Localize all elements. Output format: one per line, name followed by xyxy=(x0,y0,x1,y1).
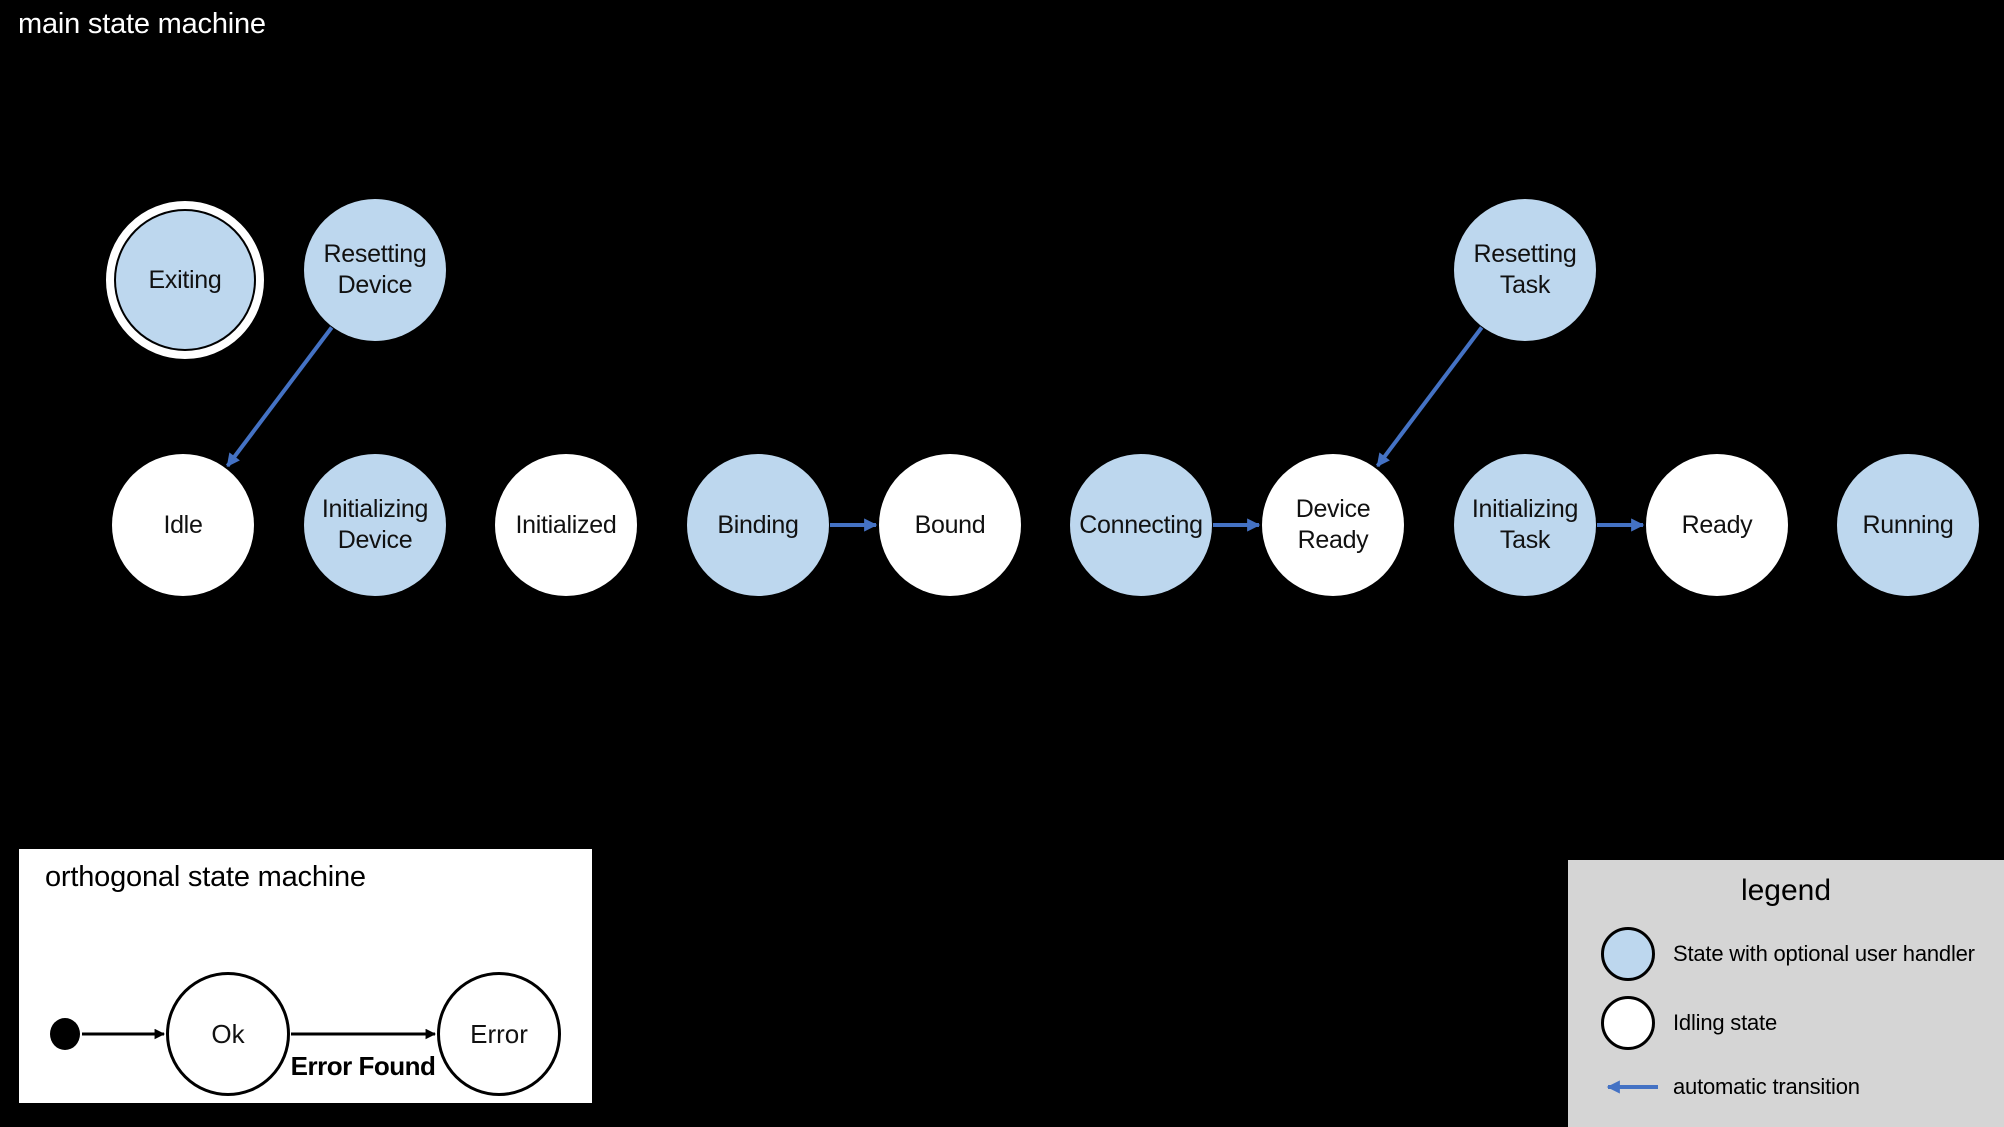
legend-panel: legend State with optional user handler … xyxy=(1568,860,2004,1127)
state-label: Ok xyxy=(211,1018,245,1049)
transition-label: Error Found xyxy=(290,1051,436,1081)
legend-item-label: State with optional user handler xyxy=(1673,941,1975,966)
legend-item-idling-state: Idling state xyxy=(1601,996,1777,1050)
legend-item-automatic-transition: automatic transition xyxy=(1596,1074,1860,1100)
state-label: Connecting xyxy=(1079,510,1203,539)
state-label: Idle xyxy=(163,510,203,539)
state-label: Error xyxy=(470,1018,528,1049)
legend-title: legend xyxy=(1740,874,1832,907)
state-initialized: Initialized xyxy=(495,454,637,596)
orthogonal-panel-title: orthogonal state machine xyxy=(45,861,366,893)
state-label: Initialized xyxy=(515,510,617,539)
legend-item-label: Idling state xyxy=(1673,1010,1778,1035)
state-label: Exiting xyxy=(148,265,222,294)
state-binding: Binding xyxy=(687,454,829,596)
orthogonal-arrow-layer xyxy=(50,1018,437,1050)
transition-resetting-task-to-device-ready xyxy=(1375,326,1484,468)
state-exiting: Exiting xyxy=(114,209,256,351)
orthogonal-state-machine-panel: orthogonal state machine Ok Error Error F… xyxy=(19,849,592,1103)
page-title: main state machine xyxy=(18,8,266,40)
state-ok: Ok xyxy=(166,972,290,1096)
state-error: Error xyxy=(437,972,561,1096)
initial-state-dot xyxy=(50,1018,80,1050)
state-running: Running xyxy=(1837,454,1979,596)
state-label: Ready xyxy=(1681,510,1753,539)
handler-state-swatch xyxy=(1601,927,1655,981)
state-idle: Idle xyxy=(112,454,254,596)
idling-state-swatch xyxy=(1601,996,1655,1050)
transition-resetting-device-to-idle xyxy=(225,326,334,468)
state-bound: Bound xyxy=(879,454,1021,596)
legend-item-handler-state: State with optional user handler xyxy=(1601,927,1975,981)
automatic-transition-arrow xyxy=(1606,1080,1658,1094)
state-ready: Ready xyxy=(1646,454,1788,596)
state-label: Running xyxy=(1862,510,1954,539)
final-state-ring: Exiting xyxy=(104,199,266,361)
legend-item-label: automatic transition xyxy=(1673,1074,1860,1099)
state-connecting: Connecting xyxy=(1070,454,1212,596)
state-label: Bound xyxy=(914,510,986,539)
state-label: Binding xyxy=(717,510,799,539)
